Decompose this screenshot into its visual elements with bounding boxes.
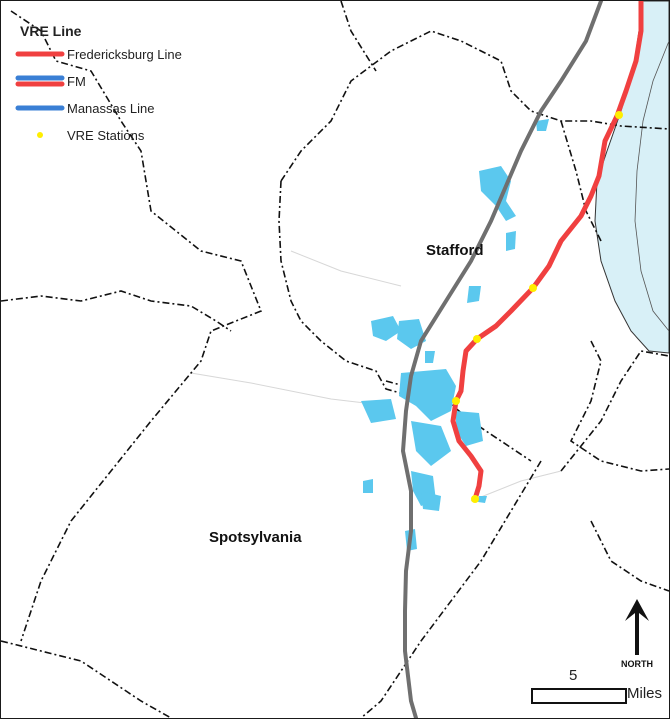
legend-item-fredericksburg: Fredericksburg Line bbox=[15, 45, 215, 72]
north-arrow-icon bbox=[625, 599, 649, 655]
scale-unit: Miles bbox=[627, 685, 663, 702]
legend-item-fm: FM bbox=[15, 72, 215, 99]
fm-line-swatch-icon bbox=[15, 75, 65, 87]
vre-station-swatch-icon bbox=[37, 132, 43, 138]
urban-areas bbox=[361, 119, 549, 551]
legend-label: Fredericksburg Line bbox=[67, 47, 182, 62]
legend-label: VRE Stations bbox=[67, 128, 145, 143]
legend-title: VRE Line bbox=[20, 23, 82, 39]
vre-stations bbox=[452, 111, 623, 503]
vre-station-marker[interactable] bbox=[471, 495, 479, 503]
fredericksburg-line-swatch-icon bbox=[15, 51, 65, 57]
north-arrow: NORTH bbox=[619, 597, 655, 675]
county-label-spotsylvania: Spotsylvania bbox=[209, 529, 302, 546]
map-legend: VRE Line Fredericksburg Line FM Manassas… bbox=[15, 23, 215, 153]
vre-station-marker[interactable] bbox=[529, 284, 537, 292]
vre-station-marker[interactable] bbox=[473, 335, 481, 343]
highway-i95 bbox=[400, 1, 603, 718]
legend-label: Manassas Line bbox=[67, 101, 155, 116]
county-label-stafford: Stafford bbox=[426, 242, 484, 259]
scale-value: 5 bbox=[569, 667, 578, 684]
manassas-line-swatch-icon bbox=[15, 105, 65, 111]
north-label: NORTH bbox=[621, 659, 653, 669]
legend-item-manassas: Manassas Line bbox=[15, 99, 215, 126]
river-water bbox=[594, 1, 669, 354]
vre-station-marker[interactable] bbox=[615, 111, 623, 119]
minor-roads bbox=[190, 250, 562, 502]
legend-item-stations: VRE Stations bbox=[15, 126, 215, 153]
river-channel bbox=[634, 40, 669, 332]
vre-station-marker[interactable] bbox=[452, 397, 460, 405]
scale-bar-box bbox=[531, 688, 627, 704]
legend-label: FM bbox=[67, 74, 86, 89]
scale-bar: 5 Miles bbox=[529, 665, 669, 705]
